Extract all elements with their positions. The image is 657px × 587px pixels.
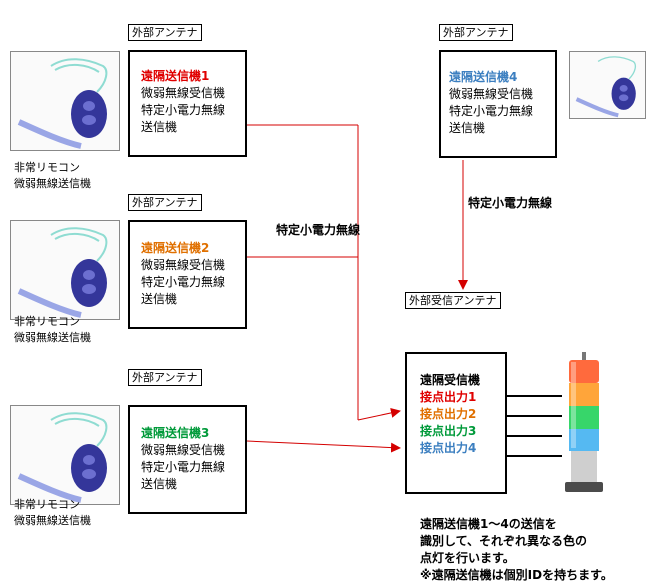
- external-antenna-label-3: 外部アンテナ: [128, 369, 202, 386]
- remote-receiver-box: 遠隔受信機 接点出力1 接点出力2 接点出力3 接点出力4: [405, 352, 507, 494]
- transmitter-3-line-2: 特定小電力無線: [141, 460, 226, 474]
- signal-tower-light: [565, 352, 603, 492]
- remote-caption-1: 非常リモコン 微弱無線送信機: [14, 161, 91, 190]
- transmitter-2-line-2: 特定小電力無線: [141, 275, 226, 289]
- remote-control-photo-4: [569, 51, 646, 119]
- transmitter-2-line-3: 送信機: [141, 292, 178, 306]
- wire-tx3: [246, 440, 401, 453]
- remote-caption-2: 非常リモコン 微弱無線送信機: [14, 315, 91, 344]
- remote-caption-3: 非常リモコン 微弱無線送信機: [14, 498, 91, 527]
- contact-output-3: 接点出力3: [420, 424, 477, 438]
- tower-foot: [565, 482, 603, 492]
- remote-receiver-title: 遠隔受信機: [420, 373, 481, 387]
- transmitter-3-line-1: 微弱無線受信機: [141, 443, 226, 457]
- tower-lamp-red: [569, 360, 599, 383]
- remote-transmitter-3-box: 遠隔送信機3 微弱無線受信機 特定小電力無線 送信機: [128, 405, 247, 514]
- transmitter-4-line-3: 送信機: [449, 121, 486, 135]
- link-label-right: 特定小電力無線: [468, 196, 553, 210]
- transmitter-1-line-3: 送信機: [141, 120, 178, 134]
- remote-transmitter-1-box: 遠隔送信機1 微弱無線受信機 特定小電力無線 送信機: [128, 50, 247, 157]
- transmitter-1-line-1: 微弱無線受信機: [141, 86, 226, 100]
- wire-to-receiver: [357, 407, 401, 421]
- remote-transmitter-1-title: 遠隔送信機1: [141, 69, 210, 83]
- transmitter-4-line-2: 特定小電力無線: [449, 104, 534, 118]
- external-antenna-label-2: 外部アンテナ: [128, 194, 202, 211]
- remote-transmitter-4-title: 遠隔送信機4: [449, 70, 518, 84]
- transmitter-4-line-1: 微弱無線受信機: [449, 87, 534, 101]
- external-antenna-label-4: 外部アンテナ: [439, 24, 513, 41]
- remote-transmitter-2-box: 遠隔送信機2 微弱無線受信機 特定小電力無線 送信機: [128, 220, 247, 329]
- transmitter-2-line-1: 微弱無線受信機: [141, 258, 226, 272]
- transmitter-1-line-2: 特定小電力無線: [141, 103, 226, 117]
- contact-output-1: 接点出力1: [420, 390, 477, 404]
- tower-base: [571, 451, 597, 482]
- remote-transmitter-3-title: 遠隔送信機3: [141, 426, 210, 440]
- remote-transmitter-2-title: 遠隔送信機2: [141, 241, 210, 255]
- external-antenna-label-1: 外部アンテナ: [128, 24, 202, 41]
- remote-control-photo-3: [10, 405, 120, 505]
- transmitter-3-line-3: 送信機: [141, 477, 178, 491]
- remote-transmitter-4-box: 遠隔送信機4 微弱無線受信機 特定小電力無線 送信機: [439, 50, 557, 158]
- external-receiver-antenna-label: 外部受信アンテナ: [405, 292, 501, 309]
- tower-lamp-orange: [569, 383, 599, 406]
- remote-control-photo-2: [10, 220, 120, 320]
- contact-output-2: 接点出力2: [420, 407, 477, 421]
- tower-lamp-green: [569, 406, 599, 429]
- tower-lamp-blue: [569, 429, 599, 451]
- link-label-left: 特定小電力無線: [276, 223, 361, 237]
- remote-control-photo-1: [10, 51, 120, 151]
- contact-output-4: 接点出力4: [420, 441, 477, 455]
- description-note: 遠隔送信機1～4の送信を 識別して、それぞれ異なる色の 点灯を行います。 ※遠隔…: [420, 517, 613, 582]
